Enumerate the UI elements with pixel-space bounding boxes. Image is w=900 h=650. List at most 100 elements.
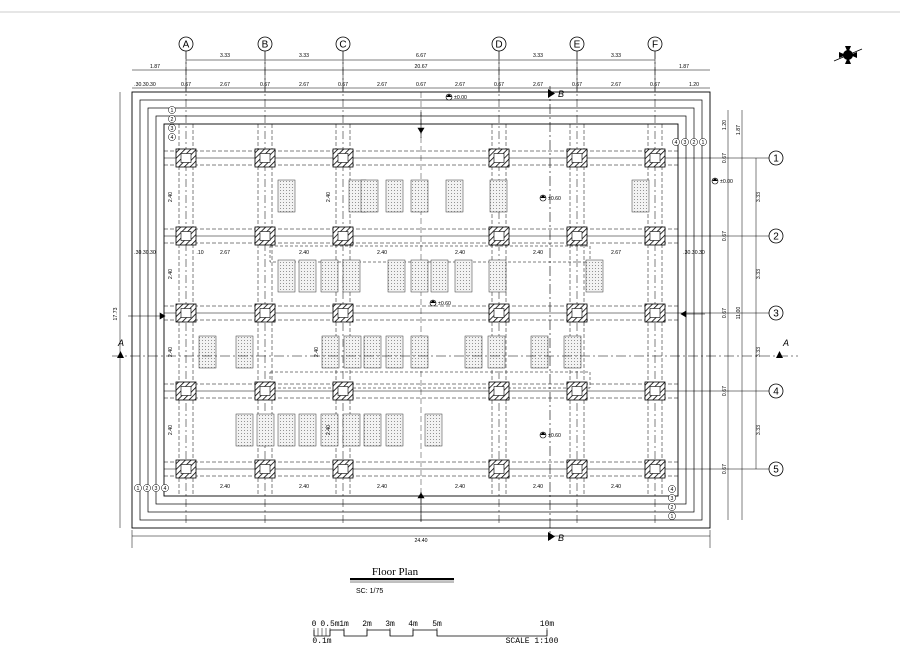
svg-text:5: 5: [773, 465, 779, 476]
svg-text:.30.30.30: .30.30.30: [134, 250, 156, 256]
svg-text:B: B: [558, 533, 564, 543]
svg-text:6.67: 6.67: [416, 53, 426, 59]
svg-text:4: 4: [671, 487, 674, 493]
opening: [563, 335, 582, 369]
svg-text:2.67: 2.67: [611, 250, 621, 256]
opening: [277, 259, 296, 293]
svg-text:2.40: 2.40: [168, 269, 174, 279]
opening: [298, 259, 317, 293]
svg-text:2.40: 2.40: [611, 484, 621, 490]
column-core: [571, 308, 583, 318]
svg-text:0.67: 0.67: [722, 464, 728, 474]
svg-text:1: 1: [702, 140, 705, 146]
svg-text:1.87: 1.87: [150, 64, 160, 70]
opening: [385, 413, 404, 447]
scale-bar-ticks: [313, 628, 548, 637]
svg-text:2.67: 2.67: [220, 250, 230, 256]
svg-text:A: A: [183, 40, 190, 51]
opening: [385, 335, 404, 369]
grid-bubble-1: 1: [768, 150, 784, 166]
svg-text:3.33: 3.33: [533, 53, 543, 59]
svg-text:10m: 10m: [540, 620, 555, 629]
beam-strip: [269, 371, 591, 389]
column-grid-bubbles: A B C D E F: [178, 36, 663, 52]
column-core: [571, 464, 583, 474]
svg-text:3: 3: [773, 309, 779, 320]
column-core: [259, 153, 271, 163]
column-core: [180, 386, 192, 396]
opening: [256, 413, 275, 447]
svg-text:2.40: 2.40: [314, 347, 320, 357]
axis-arrows: [128, 112, 705, 522]
top-dimensions: [132, 59, 710, 89]
svg-text:A: A: [117, 338, 124, 348]
svg-text:11.00: 11.00: [736, 307, 742, 320]
svg-text:2.67: 2.67: [377, 82, 387, 88]
column-core: [259, 308, 271, 318]
svg-text:17.73: 17.73: [113, 307, 119, 320]
column-core: [571, 386, 583, 396]
grid-bubble-d: D: [491, 36, 507, 52]
column-core: [337, 153, 349, 163]
svg-text:±0.60: ±0.60: [438, 301, 451, 307]
svg-text:2: 2: [671, 505, 674, 511]
opening: [424, 413, 443, 447]
grid-bubble-a: A: [178, 36, 194, 52]
column-core: [649, 231, 661, 241]
svg-text:2m: 2m: [362, 620, 372, 629]
opening: [321, 335, 340, 369]
opening: [277, 413, 296, 447]
layer-markers-top-right: 4 3 2 1: [672, 138, 707, 146]
svg-text:24.40: 24.40: [415, 538, 428, 544]
scale-bar-sub-label: 0.1m: [312, 637, 331, 646]
svg-text:2.67: 2.67: [533, 82, 543, 88]
opening: [489, 179, 508, 213]
beam-strip: [269, 245, 591, 263]
svg-text:0.67: 0.67: [338, 82, 348, 88]
svg-text:2.40: 2.40: [326, 425, 332, 435]
column-core: [493, 386, 505, 396]
svg-text:0.67: 0.67: [416, 82, 426, 88]
opening: [487, 335, 506, 369]
svg-text:±0.00: ±0.00: [454, 95, 467, 101]
grid-bubble-c: C: [335, 36, 351, 52]
north-arrow-icon: [833, 46, 863, 64]
svg-text:±0.60: ±0.60: [548, 196, 561, 202]
grid-bubble-5: 5: [768, 461, 784, 477]
grid-bubble-4: 4: [768, 383, 784, 399]
grid-bubble-3: 3: [768, 305, 784, 321]
svg-text:3: 3: [684, 140, 687, 146]
column-core: [493, 231, 505, 241]
svg-text:1.20: 1.20: [722, 120, 728, 130]
grid-bubble-b: B: [257, 36, 273, 52]
opening: [410, 259, 429, 293]
row-grid-bubbles: 1 2 3 4 5: [768, 150, 784, 477]
grid-bubble-f: F: [647, 36, 663, 52]
column-core: [571, 153, 583, 163]
svg-text:A: A: [782, 338, 789, 348]
opening: [343, 335, 362, 369]
svg-text:F: F: [652, 40, 658, 51]
svg-text:4: 4: [164, 486, 167, 492]
svg-text:2: 2: [171, 117, 174, 123]
columns: [175, 148, 666, 479]
level-marker-top: ±0.00: [445, 93, 467, 101]
opening: [363, 335, 382, 369]
svg-text:3.33: 3.33: [756, 192, 762, 202]
opening: [410, 179, 429, 213]
svg-text:2.40: 2.40: [168, 192, 174, 202]
opening: [320, 413, 339, 447]
svg-text:C: C: [339, 40, 346, 51]
svg-text:0.67: 0.67: [722, 231, 728, 241]
column-core: [180, 231, 192, 241]
svg-text:2.40: 2.40: [168, 347, 174, 357]
svg-text:D: D: [495, 40, 502, 51]
svg-text:3.33: 3.33: [611, 53, 621, 59]
opening: [385, 179, 404, 213]
svg-text:0.5m: 0.5m: [320, 620, 339, 629]
level-marker-mid2: ±0.60: [429, 299, 451, 307]
svg-text:B: B: [558, 89, 564, 99]
opening: [631, 179, 650, 213]
svg-text:1: 1: [171, 108, 174, 114]
